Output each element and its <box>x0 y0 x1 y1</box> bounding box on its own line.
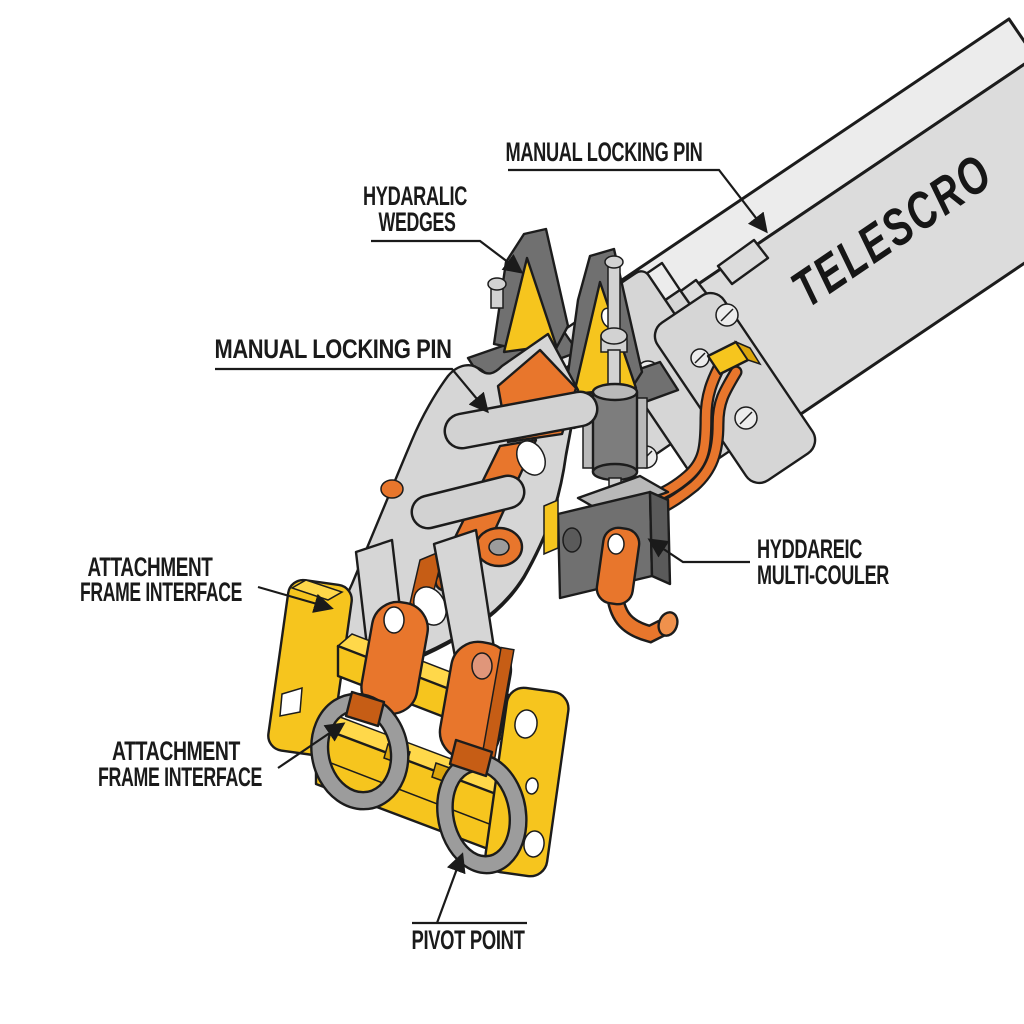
pin-top-cap <box>604 255 624 269</box>
cross-pin-2 <box>413 477 523 527</box>
label-hydraulic-wedges-line2: WEDGES <box>379 207 456 237</box>
label-manual-locking-pin-top: MANUAL LOCKING PIN <box>506 137 703 167</box>
arm-bushing-inner <box>488 538 510 556</box>
hydraulic-multi-coupler <box>543 474 679 644</box>
cylinder-bracket-right <box>636 397 648 469</box>
label-attachment-frame-upper-line1: ATTACHMENT <box>88 552 214 582</box>
leader-hydraulic-wedges <box>371 239 524 274</box>
frame-plank-groove <box>317 757 511 833</box>
cylinder-top <box>591 382 639 402</box>
hydraulic-hoses <box>641 340 762 517</box>
label-attachment-frame-upper-line2: FRAME INTERFACE <box>80 577 242 607</box>
boom-tab-right <box>716 238 770 286</box>
hose-2 <box>653 367 741 515</box>
pivot-ring-right <box>436 752 528 875</box>
pin-upper-shaft <box>607 263 621 335</box>
pin-collar-top <box>600 327 628 345</box>
coupler-handle-hole <box>607 533 625 555</box>
label-multi-coupler-line1: HYDDAREIC <box>757 534 862 564</box>
label-manual-locking-pin-left: MANUAL LOCKING PIN <box>215 334 452 364</box>
coupler-yellow-tab <box>543 498 559 556</box>
clevis-left-hole <box>383 606 405 634</box>
label-hydraulic-wedges-line1: HYDARALIC <box>363 181 467 211</box>
small-bolt-head <box>487 277 507 291</box>
leader-multi-coupler <box>647 538 750 564</box>
clevis-right-hole <box>471 652 493 680</box>
leader-attachment-frame-lower <box>277 722 346 769</box>
frame-right-hole-top <box>514 709 538 739</box>
frame-right-hole-mid <box>525 777 539 795</box>
leader-pivot-point <box>435 852 466 924</box>
coupler-handle-end <box>657 611 679 637</box>
clevis-left <box>360 600 429 715</box>
label-pivot-point: PIVOT POINT <box>412 925 526 955</box>
leader-manual-locking-pin-left <box>215 367 489 414</box>
arm-bushing-left <box>380 479 404 499</box>
cross-pin-1 <box>446 393 596 447</box>
frame-left-plate-notch <box>279 686 303 717</box>
hose-fitting-side <box>733 340 762 366</box>
clevis-right <box>438 640 515 763</box>
coupler-handle-plate <box>595 526 641 606</box>
cylinder-body <box>591 390 639 474</box>
leader-manual-locking-pin-top <box>508 168 768 234</box>
coupler-side-face <box>648 490 672 586</box>
callouts: MANUAL LOCKING PIN HYDARALIC WEDGES MANU… <box>80 137 890 955</box>
pivot-rings <box>310 690 528 875</box>
locking-pin-and-cylinder <box>487 255 648 515</box>
clevis-right-leg <box>448 738 494 778</box>
attachment-frame <box>267 578 570 878</box>
label-attachment-frame-lower-line2: FRAME INTERFACE <box>98 762 262 792</box>
clevis-left-leg <box>344 690 386 728</box>
arm-hole-upper <box>515 440 547 476</box>
label-multi-coupler-line2: MULTI-COULER <box>757 560 889 590</box>
leader-attachment-frame-upper <box>257 585 334 613</box>
label-attachment-frame-lower-line1: ATTACHMENT <box>112 736 241 766</box>
coupler-port <box>562 527 582 553</box>
